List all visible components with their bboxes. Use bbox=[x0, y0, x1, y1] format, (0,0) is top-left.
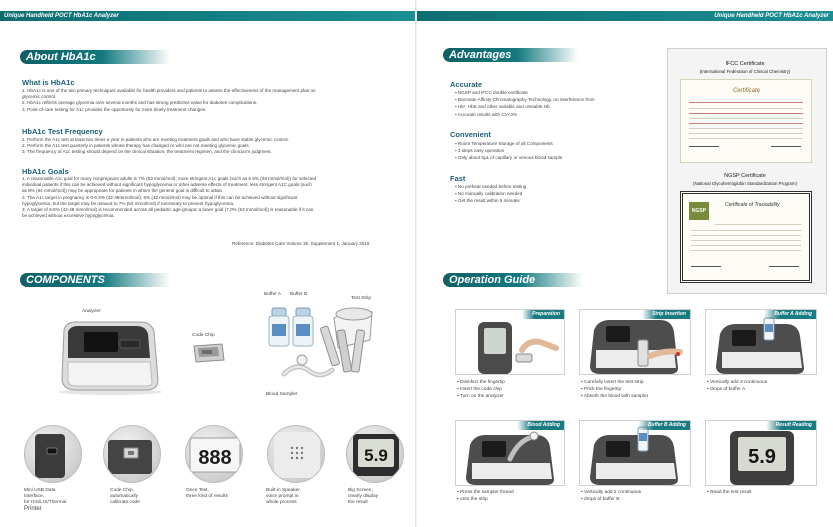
fast-heading: Fast bbox=[450, 174, 466, 183]
hba1c-goals-text: 1. A reasonable A1c goal for many nonpre… bbox=[22, 176, 317, 219]
test-frequency-text: 1. Perform the A1c test at least two tim… bbox=[22, 137, 289, 155]
ifcc-subtitle: (International Federation of Clinical Ch… bbox=[699, 69, 791, 74]
operation-guide-banner: Operation Guide bbox=[443, 273, 583, 287]
usb-port-icon bbox=[35, 434, 65, 478]
analyzer-label: Analyzer bbox=[82, 309, 101, 314]
results-feature-caption: Once Test, three kind of results bbox=[186, 488, 228, 499]
speaker-icon bbox=[274, 432, 320, 478]
screen-feature-caption: Big Screen, clearly display the result bbox=[348, 488, 379, 505]
step-buffer-a-tag: Buffer A Adding bbox=[764, 310, 816, 319]
convenient-heading: Convenient bbox=[450, 130, 491, 139]
ifcc-title: IFCC Certificate bbox=[725, 61, 765, 67]
analyzer-image bbox=[58, 321, 162, 395]
blood-sampler-label: Blood Sampler bbox=[266, 392, 298, 397]
left-page: Unique Handheld POCT HbA1c Analyzer Abou… bbox=[0, 0, 416, 527]
speaker-feature-caption: Built-in Speaker, voice prompt in whole … bbox=[266, 488, 301, 505]
right-header-bar: Unique Handheld POCT HbA1c Analyzer bbox=[417, 11, 833, 21]
advantages-banner: Advantages bbox=[443, 48, 578, 62]
step-result-reading-tag: Result Reading bbox=[765, 421, 816, 430]
about-banner: About HbA1c bbox=[20, 50, 170, 64]
step-buffer-a-caption: Vertically add 3 continuous drops of buf… bbox=[707, 380, 767, 394]
what-is-hba1c-text: 1. HbA1c is one of the two primary techn… bbox=[22, 88, 316, 112]
step-blood-adding-caption: Press the sampler thread onto the strip bbox=[457, 490, 514, 504]
certificates-panel: IFCC Certificate (International Federati… bbox=[667, 48, 827, 294]
step-preparation-image: Preparation bbox=[455, 309, 565, 375]
fast-list: No preheat needed before testing No manu… bbox=[455, 183, 670, 205]
accurate-list: NGSP and IFCC double certificate Boronat… bbox=[455, 89, 670, 118]
step-buffer-b-image: Buffer B Adding bbox=[579, 420, 691, 486]
screen-value: 5.9 bbox=[364, 446, 388, 465]
step-strip-insertion-caption: Carefully insert the test strip Prick th… bbox=[581, 380, 649, 400]
page-fold bbox=[415, 0, 418, 527]
right-page: Unique Handheld POCT HbA1c Analyzer Adva… bbox=[417, 0, 833, 527]
step-result-reading-image: Result Reading 5.9 bbox=[705, 420, 817, 486]
test-frequency-heading: HbA1c Test Frequency bbox=[22, 127, 103, 136]
ngsp-certificate-image: NGSP Certificate of Traceability bbox=[680, 191, 812, 283]
convenient-list: Room Temperature Storage of all Componen… bbox=[455, 140, 670, 162]
reference-text: Reference: Diabetes Care Volume 39, Supp… bbox=[232, 241, 370, 246]
ifcc-doc-title: Certificate bbox=[733, 88, 761, 94]
components-banner: COMPONENTS bbox=[20, 273, 170, 287]
accurate-heading: Accurate bbox=[450, 80, 483, 89]
step-buffer-b-caption: Vertically add 2 continuous drops of buf… bbox=[581, 490, 641, 504]
code-chip-feature-caption: Code Chip, automatically calibrate code bbox=[110, 488, 140, 505]
speaker-feature-image bbox=[267, 425, 325, 483]
step-preparation-tag: Preparation bbox=[522, 310, 564, 319]
buffer-b-label: Buffer B bbox=[290, 292, 308, 297]
code-chip-label: Code Chip bbox=[192, 333, 215, 338]
ngsp-subtitle: (National Glycohemoglobin Standardizatio… bbox=[693, 181, 797, 186]
step-preparation-caption: Disinfect the fingertip Insert the code … bbox=[457, 380, 505, 400]
usb-feature-caption: Mini USB Data Interface, for HIS/LIS/The… bbox=[24, 488, 67, 512]
left-header-bar: Unique Handheld POCT HbA1c Analyzer bbox=[0, 11, 416, 21]
code-chip-image bbox=[193, 343, 225, 363]
hba1c-goals-heading: HbA1c Goals bbox=[22, 167, 69, 176]
step-blood-adding-tag: Blood Adding bbox=[517, 421, 564, 430]
step-strip-insertion-tag: Strip Insertion bbox=[642, 310, 690, 319]
reagent-kit-image bbox=[268, 307, 373, 378]
screen-feature-image: 5.9 bbox=[346, 425, 404, 483]
chip-slot-icon bbox=[108, 440, 152, 474]
result-reading-value: 5.9 bbox=[748, 446, 776, 468]
usb-feature-image bbox=[24, 425, 82, 483]
code-chip-feature-image bbox=[103, 425, 161, 483]
test-strip-label: Test Strip bbox=[351, 296, 371, 301]
results-feature-image: 888 bbox=[185, 425, 243, 483]
step-buffer-b-tag: Buffer B Adding bbox=[637, 421, 690, 430]
step-strip-insertion-image: Strip Insertion bbox=[579, 309, 691, 375]
ifcc-certificate-image: Certificate bbox=[680, 79, 812, 163]
step-result-reading-caption: Read the test result bbox=[707, 490, 752, 497]
segment-display-icon: 888 bbox=[189, 437, 241, 473]
big-screen-icon: 5.9 bbox=[353, 434, 399, 476]
ngsp-title: NGSP Certificate bbox=[724, 173, 766, 179]
what-is-hba1c-heading: What is HbA1c bbox=[22, 78, 75, 87]
buffer-a-label: Buffer A bbox=[264, 292, 281, 297]
ngsp-logo: NGSP bbox=[689, 202, 709, 220]
left-header-title: Unique Handheld POCT HbA1c Analyzer bbox=[4, 13, 119, 19]
step-blood-adding-image: Blood Adding bbox=[455, 420, 565, 486]
right-header-title: Unique Handheld POCT HbA1c Analyzer bbox=[714, 13, 829, 19]
ngsp-doc-title: Certificate of Traceability bbox=[725, 202, 780, 208]
step-buffer-a-image: Buffer A Adding bbox=[705, 309, 817, 375]
segment-value: 888 bbox=[198, 447, 231, 469]
